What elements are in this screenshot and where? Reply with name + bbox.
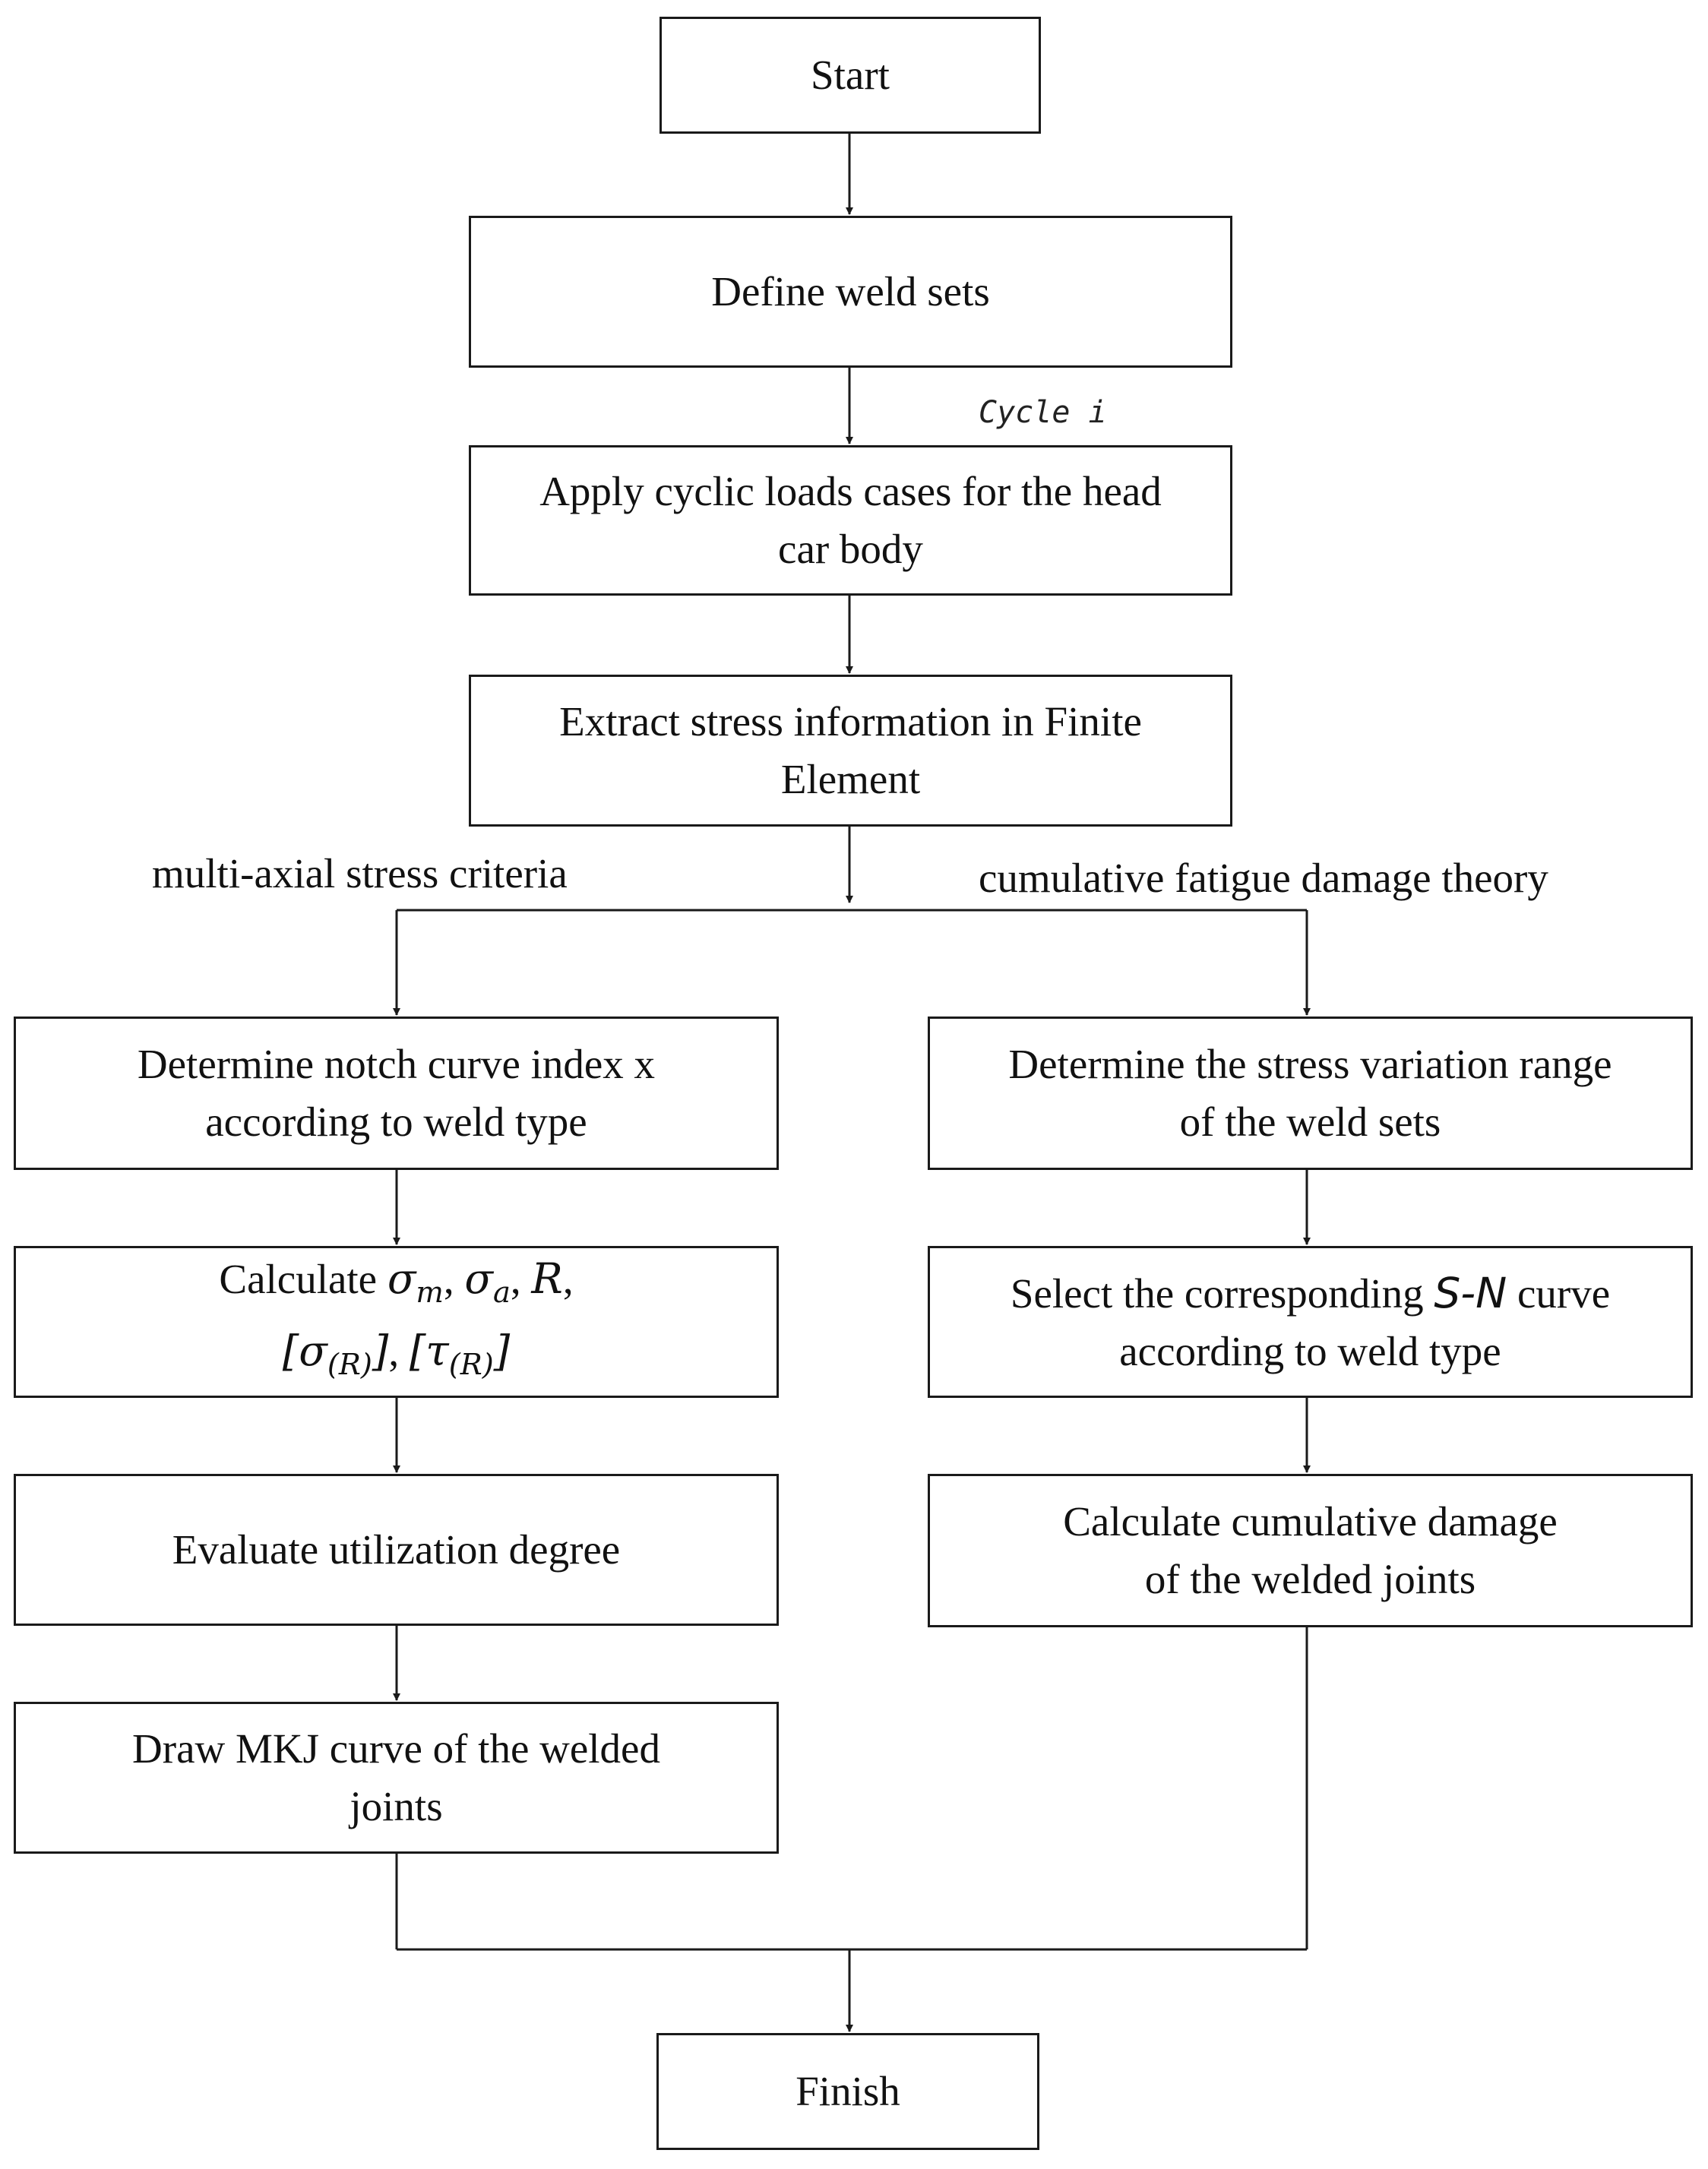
sigma-r-symbol: [σ(R)]: [282, 1326, 389, 1382]
start-box: Start: [659, 17, 1041, 134]
define-weld-sets-box: Define weld sets: [469, 216, 1232, 368]
cycle-label: Cycle i: [979, 395, 1107, 430]
r-symbol: R: [531, 1254, 563, 1303]
apply-loads-line2: car body: [778, 526, 923, 572]
tau-r-symbol: [τ(R)]: [409, 1326, 511, 1382]
calculate-word: Calculate: [219, 1256, 378, 1302]
utilization-label: Evaluate utilization degree: [172, 1526, 621, 1573]
cumulative-damage-line2: of the welded joints: [1144, 1556, 1476, 1602]
calculate-stress-box: Calculate σm, σa, R, [σ(R)], [τ(R)]: [14, 1246, 779, 1398]
stress-range-label: Determine the stress variation range of …: [993, 1035, 1627, 1151]
apply-loads-box: Apply cyclic loads cases for the head ca…: [469, 445, 1232, 596]
sn-curve-label: Select the corresponding S-N curve accor…: [1010, 1268, 1611, 1374]
extract-stress-box: Extract stress information in Finite Ele…: [469, 675, 1232, 827]
sn-curve-box: Select the corresponding S-N curve accor…: [928, 1246, 1693, 1398]
stress-range-box: Determine the stress variation range of …: [928, 1017, 1693, 1170]
cumulative-damage-line1: Calculate cumulative damage: [1063, 1498, 1558, 1545]
calculate-stress-label: Calculate σm, σa, R, [σ(R)], [τ(R)]: [219, 1254, 574, 1382]
notch-index-box: Determine notch curve index x according …: [14, 1017, 779, 1170]
notch-index-line1: Determine notch curve index x: [137, 1041, 656, 1087]
define-weld-sets-label: Define weld sets: [711, 268, 990, 315]
notch-index-line2: according to weld type: [205, 1099, 587, 1145]
mkj-curve-box: Draw MKJ curve of the welded joints: [14, 1702, 779, 1854]
finish-label: Finish: [795, 2068, 900, 2114]
utilization-box: Evaluate utilization degree: [14, 1474, 779, 1626]
mkj-curve-label: Draw MKJ curve of the welded joints: [117, 1720, 675, 1835]
sn-symbol: S-N: [1434, 1268, 1507, 1317]
mkj-curve-line2: joints: [350, 1783, 443, 1829]
extract-stress-label: Extract stress information in Finite Ele…: [544, 693, 1157, 808]
cumulative-damage-box: Calculate cumulative damage of the welde…: [928, 1474, 1693, 1627]
mkj-curve-line1: Draw MKJ curve of the welded: [132, 1725, 660, 1772]
stress-range-line2: of the weld sets: [1179, 1099, 1441, 1145]
notch-index-label: Determine notch curve index x according …: [122, 1035, 670, 1151]
sigma-a-symbol: σa: [464, 1254, 511, 1310]
apply-loads-line1: Apply cyclic loads cases for the head: [539, 468, 1162, 514]
stress-range-line1: Determine the stress variation range: [1008, 1041, 1612, 1087]
start-label: Start: [811, 52, 890, 98]
sn-curve-line2: according to weld type: [1119, 1327, 1501, 1374]
extract-stress-line2: Element: [780, 756, 921, 802]
extract-stress-line1: Extract stress information in Finite: [559, 698, 1142, 745]
finish-box: Finish: [656, 2033, 1039, 2150]
sigma-m-symbol: σm: [387, 1254, 444, 1310]
apply-loads-label: Apply cyclic loads cases for the head ca…: [524, 463, 1177, 578]
cumulative-damage-label: Calculate cumulative damage of the welde…: [1048, 1493, 1573, 1608]
left-branch-label: multi-axial stress criteria: [152, 850, 568, 896]
right-branch-label: cumulative fatigue damage theory: [979, 855, 1548, 901]
